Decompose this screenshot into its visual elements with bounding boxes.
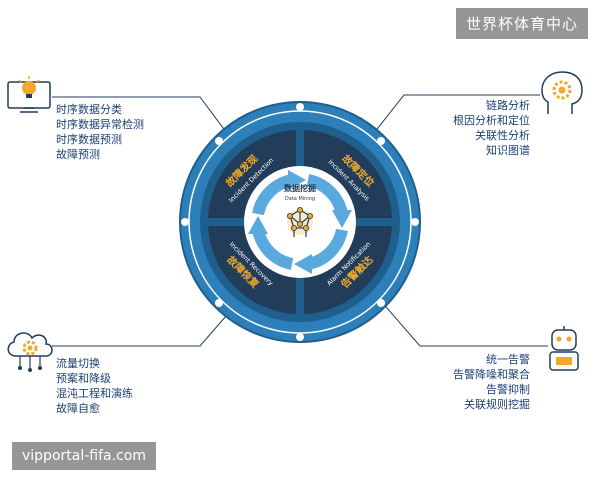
watermark-bottom: vipportal-fifa.com — [12, 442, 156, 470]
detection-methods-list: 时序数据分类 时序数据异常检测 时序数据预测 故障预测 — [56, 102, 144, 162]
cycle-arrow — [252, 174, 294, 216]
ring-dot — [181, 218, 189, 226]
computer-lightbulb-icon — [7, 76, 51, 113]
connector-bottom-right — [379, 299, 548, 347]
list-item: 时序数据异常检测 — [56, 118, 144, 131]
center-title: 数据挖掘 — [284, 183, 316, 193]
list-item: 预案和降级 — [56, 372, 111, 385]
list-item: 告警抑制 — [486, 383, 530, 396]
list-item: 混沌工程和演练 — [56, 387, 133, 400]
ring-dot — [296, 103, 304, 111]
list-item: 链路分析 — [486, 99, 530, 112]
cycle-arrow — [252, 228, 294, 270]
analysis-methods-list: 链路分析 根因分析和定位 关联性分析 知识图谱 — [453, 98, 530, 158]
cycle-arrow — [306, 174, 348, 216]
cycle-arrow — [306, 228, 348, 270]
list-item: 流量切换 — [56, 357, 100, 370]
connector-bottom-left — [52, 299, 241, 347]
list-item: 时序数据预测 — [56, 133, 122, 146]
list-item: 故障预测 — [56, 148, 100, 161]
robot-icon — [549, 326, 579, 371]
list-item: 时序数据分类 — [56, 103, 122, 116]
cloud-gear-icon — [7, 332, 53, 372]
cycle-arrow-head — [248, 216, 268, 234]
list-item: 统一告警 — [486, 353, 530, 366]
ring-dot — [411, 218, 419, 226]
ring-dots — [181, 103, 419, 341]
cycle-arrow-head — [332, 210, 352, 228]
list-item: 关联性分析 — [475, 129, 530, 142]
recovery-methods-list: 流量切换 预案和降级 混沌工程和演练 故障自愈 — [56, 356, 133, 416]
list-item: 知识图谱 — [486, 144, 530, 157]
cycle-arrow-head — [294, 254, 312, 274]
list-item: 故障自愈 — [56, 402, 100, 415]
center-subtitle: Data Mining — [285, 196, 315, 202]
ring-dot — [296, 333, 304, 341]
cycle-arrows — [248, 170, 352, 274]
watermark-top: 世界杯体育中心 — [455, 8, 588, 39]
ring-dot — [377, 299, 385, 307]
brain-network-icon — [286, 206, 313, 237]
notification-methods-list: 统一告警 告警降噪和聚合 告警抑制 关联规则挖掘 — [453, 352, 530, 412]
head-gear-icon — [541, 71, 583, 114]
cycle-arrow-head — [288, 170, 306, 190]
ring-dot — [215, 137, 223, 145]
list-item: 告警降噪和聚合 — [453, 368, 530, 381]
list-item: 关联规则挖掘 — [464, 398, 530, 411]
ring-dot — [377, 137, 385, 145]
list-item: 根因分析和定位 — [453, 114, 530, 127]
ring-dot — [215, 299, 223, 307]
